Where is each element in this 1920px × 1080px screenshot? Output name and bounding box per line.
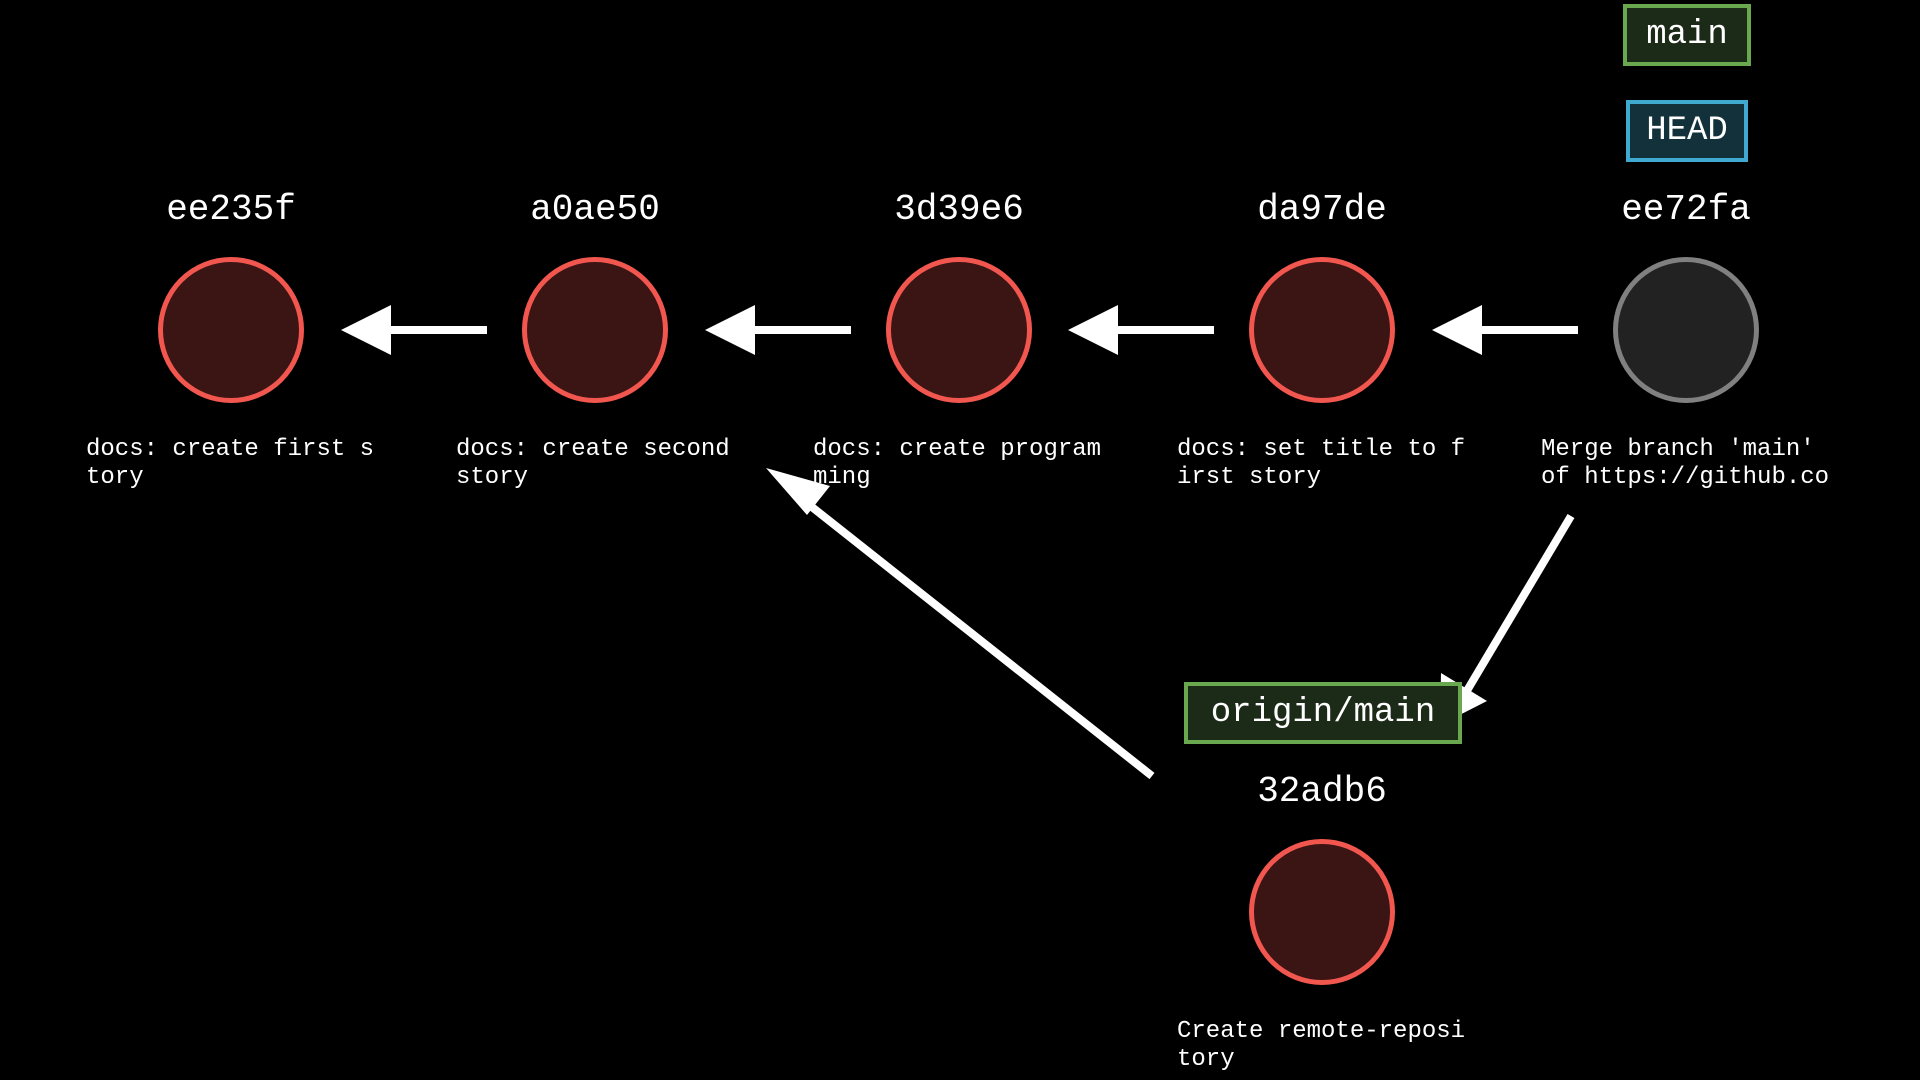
branch-label-main: main [1623, 4, 1751, 66]
head-label: HEAD [1626, 100, 1748, 162]
commit-node-ee235f [158, 257, 304, 403]
arrowhead-a0ae50-ee235f [341, 305, 391, 355]
commit-message-ee235f: docs: create first s tory [86, 436, 375, 491]
commit-hash-ee72fa: ee72fa [1621, 189, 1751, 230]
commit-hash-32adb6: 32adb6 [1257, 771, 1387, 812]
arrowhead-3d39e6-a0ae50 [705, 305, 755, 355]
edge-ee72fa-32adb6 [1461, 513, 1575, 697]
branch-label-origin-main: origin/main [1184, 682, 1462, 744]
arrowhead-ee72fa-da97de [1432, 305, 1482, 355]
commit-hash-da97de: da97de [1257, 189, 1387, 230]
commit-message-32adb6: Create remote-reposi tory [1177, 1018, 1466, 1073]
commit-node-ee72fa [1613, 257, 1759, 403]
commit-hash-3d39e6: 3d39e6 [894, 189, 1024, 230]
arrowhead-da97de-3d39e6 [1068, 305, 1118, 355]
edge-32adb6-a0ae50 [795, 492, 1155, 780]
commit-node-da97de [1249, 257, 1395, 403]
commit-node-a0ae50 [522, 257, 668, 403]
commit-message-a0ae50: docs: create second story [456, 436, 730, 491]
commit-message-3d39e6: docs: create program ming [813, 436, 1102, 491]
commit-hash-ee235f: ee235f [166, 189, 296, 230]
commit-node-3d39e6 [886, 257, 1032, 403]
commit-message-da97de: docs: set title to f irst story [1177, 436, 1466, 491]
commit-hash-a0ae50: a0ae50 [530, 189, 660, 230]
arrowhead-32adb6-a0ae50 [766, 468, 830, 515]
commit-node-32adb6 [1249, 839, 1395, 985]
commit-message-ee72fa: Merge branch 'main' of https://github.co [1541, 436, 1830, 491]
